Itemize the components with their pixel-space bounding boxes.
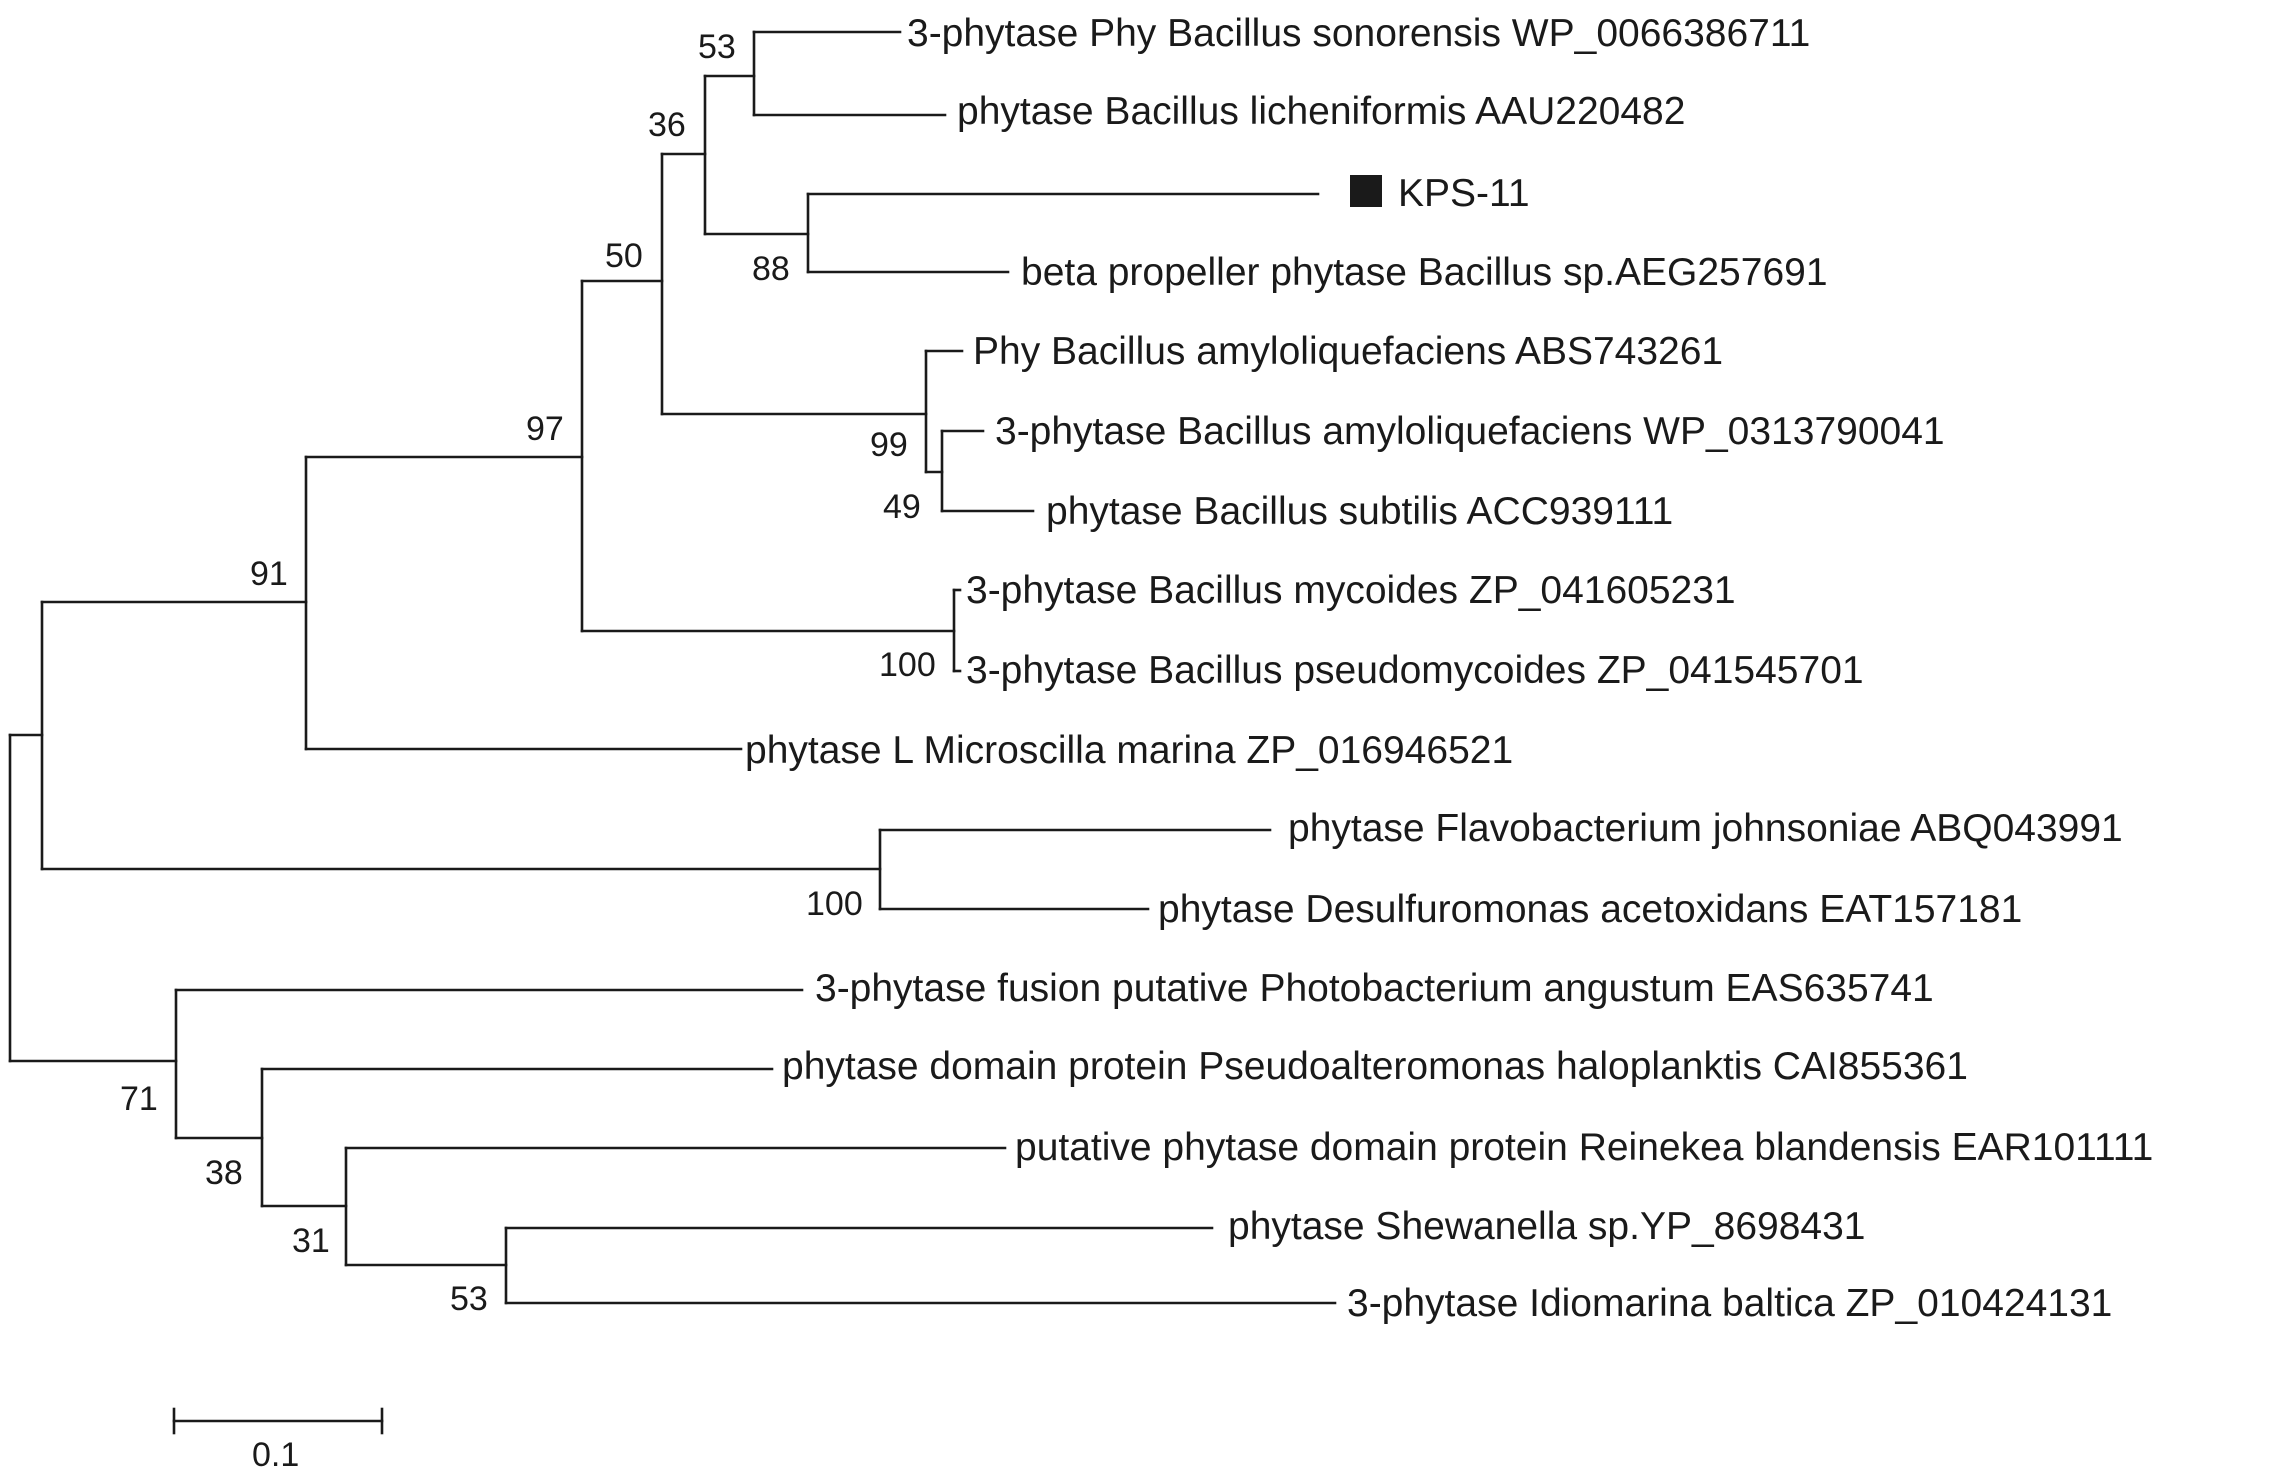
taxon-label: phytase domain protein Pseudoalteromonas… xyxy=(782,1045,1968,1088)
taxon-label: 3-phytase Bacillus amyloliquefaciens WP_… xyxy=(995,410,1945,453)
bootstrap-value: 71 xyxy=(120,1080,158,1118)
taxon-label: phytase Flavobacterium johnsoniae ABQ043… xyxy=(1288,807,2123,850)
taxon-labels: 3-phytase Phy Bacillus sonorensis WP_006… xyxy=(745,12,2153,1325)
taxon-label: 3-phytase Bacillus mycoides ZP_041605231 xyxy=(966,569,1736,612)
taxon-label: 3-phytase Phy Bacillus sonorensis WP_006… xyxy=(907,12,1810,55)
bootstrap-value: 53 xyxy=(698,28,736,66)
taxon-label: phytase Desulfuromonas acetoxidans EAT15… xyxy=(1158,888,2022,931)
bootstrap-value: 100 xyxy=(806,885,863,923)
taxon-label: phytase Shewanella sp.YP_8698431 xyxy=(1228,1205,1865,1248)
bootstrap-value: 91 xyxy=(250,555,288,593)
taxon-label: KPS-11 xyxy=(1398,172,1530,215)
taxon-label: Phy Bacillus amyloliquefaciens ABS743261 xyxy=(973,330,1723,373)
tree-branches xyxy=(8,30,1337,1305)
taxon-label: phytase Bacillus licheniformis AAU220482 xyxy=(957,90,1685,133)
bootstrap-value: 38 xyxy=(205,1154,243,1192)
bootstrap-value: 100 xyxy=(879,646,936,684)
kps11-square-marker xyxy=(1350,175,1382,207)
bootstrap-value: 36 xyxy=(648,106,686,144)
taxon-label: 3-phytase fusion putative Photobacterium… xyxy=(815,967,1934,1010)
scale-bar: 0.1 xyxy=(172,1407,384,1474)
bootstrap-value: 99 xyxy=(870,426,908,464)
taxon-label: 3-phytase Idiomarina baltica ZP_01042413… xyxy=(1347,1282,2112,1325)
bootstrap-value: 97 xyxy=(526,410,564,448)
taxon-label: phytase Bacillus subtilis ACC939111 xyxy=(1046,490,1673,533)
bootstrap-value: 49 xyxy=(883,488,921,526)
taxon-label: 3-phytase Bacillus pseudomycoides ZP_041… xyxy=(966,649,1864,692)
bootstrap-value: 31 xyxy=(292,1222,330,1260)
bootstrap-value: 53 xyxy=(450,1280,488,1318)
bootstrap-value: 88 xyxy=(752,250,790,288)
taxon-label: phytase L Microscilla marina ZP_01694652… xyxy=(745,729,1513,772)
bootstrap-value: 50 xyxy=(605,237,643,275)
bootstrap-values: 53 36 88 50 99 49 97 100 91 100 71 38 31… xyxy=(120,28,936,1318)
taxon-label: putative phytase domain protein Reinekea… xyxy=(1015,1126,2153,1169)
taxon-label: beta propeller phytase Bacillus sp.AEG25… xyxy=(1021,251,1828,294)
scale-bar-label: 0.1 xyxy=(252,1436,299,1474)
